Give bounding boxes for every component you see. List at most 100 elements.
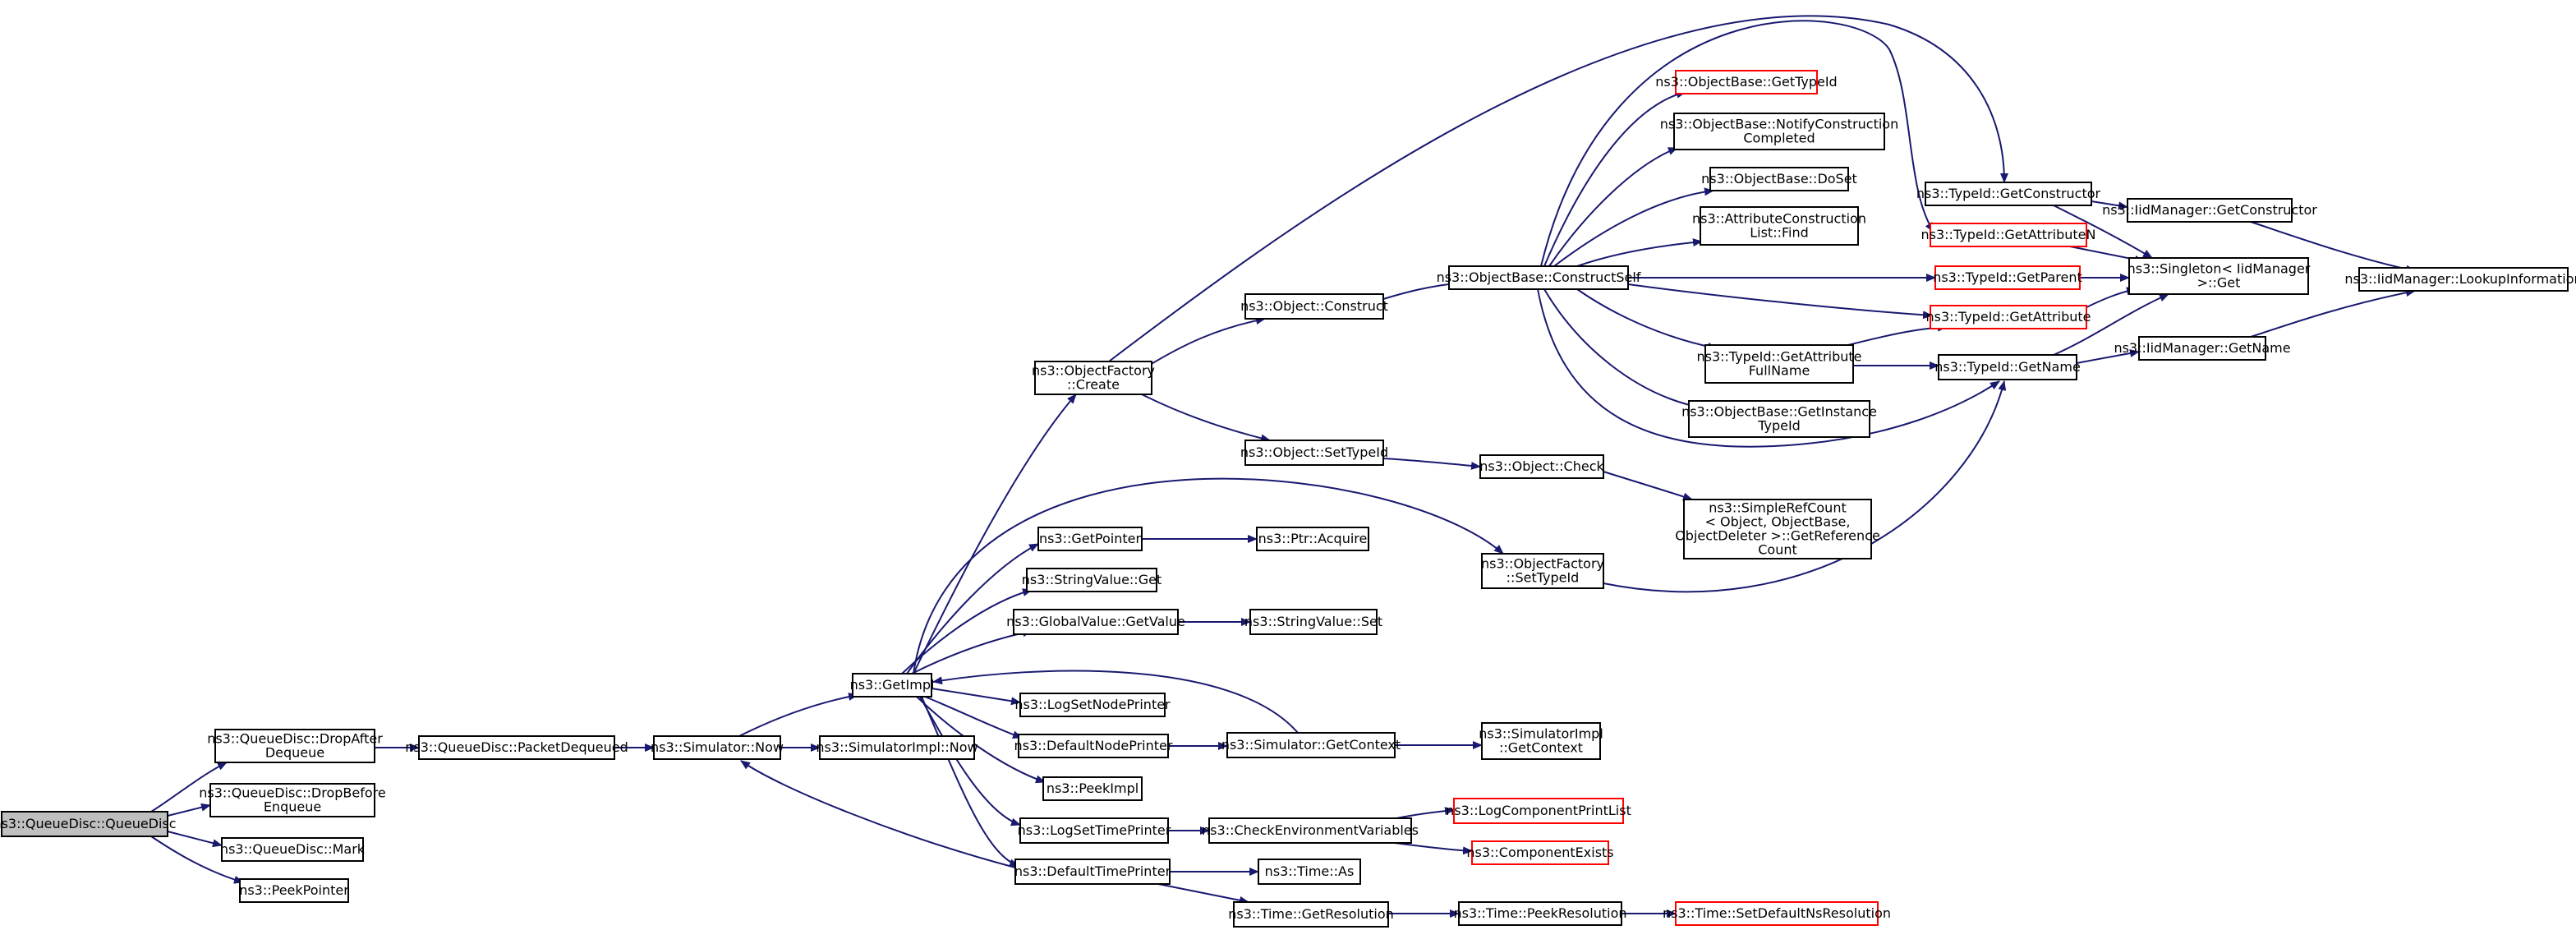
node-label: ns3::StringValue::Set	[1244, 614, 1382, 629]
node-simgetcontext[interactable]: ns3::Simulator::GetContext	[1221, 732, 1401, 758]
node-componentexists[interactable]: ns3::ComponentExists	[1466, 840, 1614, 865]
node-doset[interactable]: ns3::ObjectBase::DoSet	[1701, 167, 1857, 191]
node-objcheck[interactable]: ns3::Object::Check	[1479, 454, 1605, 479]
node-box	[1034, 361, 1152, 395]
node-timeas[interactable]: ns3::Time::As	[1258, 859, 1361, 885]
node-objconstruct[interactable]: ns3::Object::Construct	[1240, 293, 1388, 320]
node-box	[1938, 354, 2077, 380]
node-label: ns3::LogSetTimePrinter	[1018, 822, 1171, 838]
node-box	[1014, 859, 1171, 885]
node-label: ns3::StringValue::Get	[1022, 572, 1162, 587]
node-box	[1709, 167, 1849, 191]
node-box	[1675, 70, 1818, 94]
node-label: FullName	[1749, 363, 1810, 379]
node-simplerefcount[interactable]: ns3::SimpleRefCount< Object, ObjectBase,…	[1675, 499, 1880, 559]
node-label: ns3::ObjectBase::DoSet	[1701, 171, 1857, 186]
edge-simgetcontext-to-getimpl	[932, 670, 1299, 734]
node-box	[1448, 265, 1629, 290]
node-simimplgetcontext[interactable]: ns3::SimulatorImpl::GetContext	[1479, 722, 1603, 760]
node-typeidgetattributen[interactable]: ns3::TypeId::GetAttributeN	[1921, 223, 2096, 247]
node-box	[653, 735, 781, 760]
edge-getimpl-to-logsettime	[919, 696, 1021, 826]
node-notifyconstruction[interactable]: ns3::ObjectBase::NotifyConstructionCompl…	[1660, 113, 1898, 150]
node-box	[1704, 344, 1854, 384]
node-defaultnode[interactable]: ns3::DefaultNodePrinter	[1014, 734, 1173, 758]
node-mark[interactable]: ns3::QueueDisc::Mark	[220, 837, 366, 862]
node-stringvalueget[interactable]: ns3::StringValue::Get	[1022, 568, 1162, 592]
node-typeidgetconstructor[interactable]: ns3::TypeId::GetConstructor	[1916, 182, 2101, 206]
node-peekpointer[interactable]: ns3::PeekPointer	[239, 878, 349, 903]
node-box	[1, 811, 168, 837]
node-checkenv[interactable]: ns3::CheckEnvironmentVariables	[1202, 817, 1419, 844]
node-peekimpl[interactable]: ns3::PeekImpl	[1042, 776, 1143, 801]
node-box	[1013, 609, 1179, 635]
node-box	[1249, 609, 1378, 635]
node-typeidgetattribute[interactable]: ns3::TypeId::GetAttribute	[1925, 305, 2091, 329]
node-timegetres[interactable]: ns3::Time::GetResolution	[1228, 901, 1394, 928]
node-timepeekres[interactable]: ns3::Time::PeekResolution	[1453, 901, 1627, 926]
node-singletonget[interactable]: ns3::Singleton< IidManager>::Get	[2128, 257, 2311, 295]
node-label: ns3::ObjectBase::ConstructSelf	[1437, 269, 1641, 285]
node-box	[1256, 527, 1369, 551]
node-ptracquire[interactable]: ns3::Ptr::Acquire	[1256, 527, 1369, 551]
node-box	[1018, 734, 1169, 758]
edge-queuedisc-to-dropafter	[150, 762, 228, 813]
node-label: ns3::TypeId::GetAttribute	[1925, 309, 2091, 325]
node-simimplnow[interactable]: ns3::SimulatorImpl::Now	[816, 735, 978, 760]
node-box	[1479, 454, 1604, 479]
node-box	[1481, 722, 1601, 760]
edge-getimpl-to-peekimpl	[916, 696, 1046, 784]
node-box	[2358, 267, 2569, 292]
node-objfactorycreate[interactable]: ns3::ObjectFactory::Create	[1032, 361, 1155, 395]
node-getimpl[interactable]: ns3::GetImpl	[850, 673, 935, 698]
node-label: ns3::QueueDisc::Mark	[220, 841, 366, 857]
node-iidlookup[interactable]: ns3::IidManager::LookupInformation	[2344, 267, 2576, 292]
node-getpointer[interactable]: ns3::GetPointer	[1037, 527, 1143, 551]
node-stringvalueset[interactable]: ns3::StringValue::Set	[1244, 609, 1382, 635]
edge-typeidgetconstructor-to-iidgetconstructor	[2091, 200, 2128, 210]
node-label: ns3::QueueDisc::DropAfter	[207, 731, 383, 747]
node-box	[1930, 305, 2087, 329]
node-box	[1934, 265, 2081, 290]
node-box	[1458, 901, 1622, 926]
node-label: ns3::Object::Check	[1479, 458, 1604, 474]
node-label: ns3::Time::As	[1265, 863, 1355, 879]
node-label: ns3::Object::SetTypeId	[1240, 444, 1388, 460]
node-box	[819, 735, 975, 760]
node-logsetnode[interactable]: ns3::LogSetNodePrinter	[1014, 693, 1171, 717]
node-objbasegettypeid[interactable]: ns3::ObjectBase::GetTypeId	[1655, 70, 1838, 94]
node-label: ns3::IidManager::GetConstructor	[2102, 202, 2317, 218]
node-label: ns3::ObjectFactory	[1481, 556, 1604, 572]
node-box	[1037, 527, 1143, 551]
node-logcomponentprintlist[interactable]: ns3::LogComponentPrintList	[1446, 798, 1631, 824]
node-typeidgetname[interactable]: ns3::TypeId::GetName	[1934, 354, 2081, 380]
node-constructself[interactable]: ns3::ObjectBase::ConstructSelf	[1437, 265, 1641, 290]
edge-queuedisc-to-dropbefore	[167, 803, 211, 817]
node-typeidgetparent[interactable]: ns3::TypeId::GetParent	[1933, 265, 2082, 290]
node-label: ns3::Simulator::GetContext	[1221, 737, 1401, 753]
node-objsettypeid[interactable]: ns3::Object::SetTypeId	[1240, 440, 1388, 466]
node-box	[239, 878, 349, 903]
node-box	[1233, 901, 1389, 928]
node-packetdequeued[interactable]: ns3::QueueDisc::PacketDequeued	[405, 735, 628, 760]
node-label: ns3::SimulatorImpl::Now	[816, 739, 978, 755]
node-setdefaultns[interactable]: ns3::Time::SetDefaultNsResolution	[1663, 901, 1891, 926]
node-defaulttime[interactable]: ns3::DefaultTimePrinter	[1014, 859, 1171, 885]
node-objfactorysettypeid[interactable]: ns3::ObjectFactory::SetTypeId	[1481, 553, 1604, 589]
node-label: ns3::PeekPointer	[239, 882, 349, 898]
node-box	[2127, 198, 2293, 223]
node-logsettime[interactable]: ns3::LogSetTimePrinter	[1018, 817, 1171, 844]
node-iidgetconstructor[interactable]: ns3::IidManager::GetConstructor	[2102, 198, 2317, 223]
node-globalvalueget[interactable]: ns3::GlobalValue::GetValue	[1006, 609, 1185, 635]
node-label: ns3::LogSetNodePrinter	[1014, 697, 1171, 712]
node-simnow[interactable]: ns3::Simulator::Now	[651, 735, 784, 760]
node-box	[2138, 336, 2266, 361]
node-label: ns3::ObjectFactory	[1032, 363, 1155, 379]
node-iidgetname[interactable]: ns3::IidManager::GetName	[2114, 336, 2291, 361]
node-label: ns3::Simulator::Now	[651, 739, 784, 755]
